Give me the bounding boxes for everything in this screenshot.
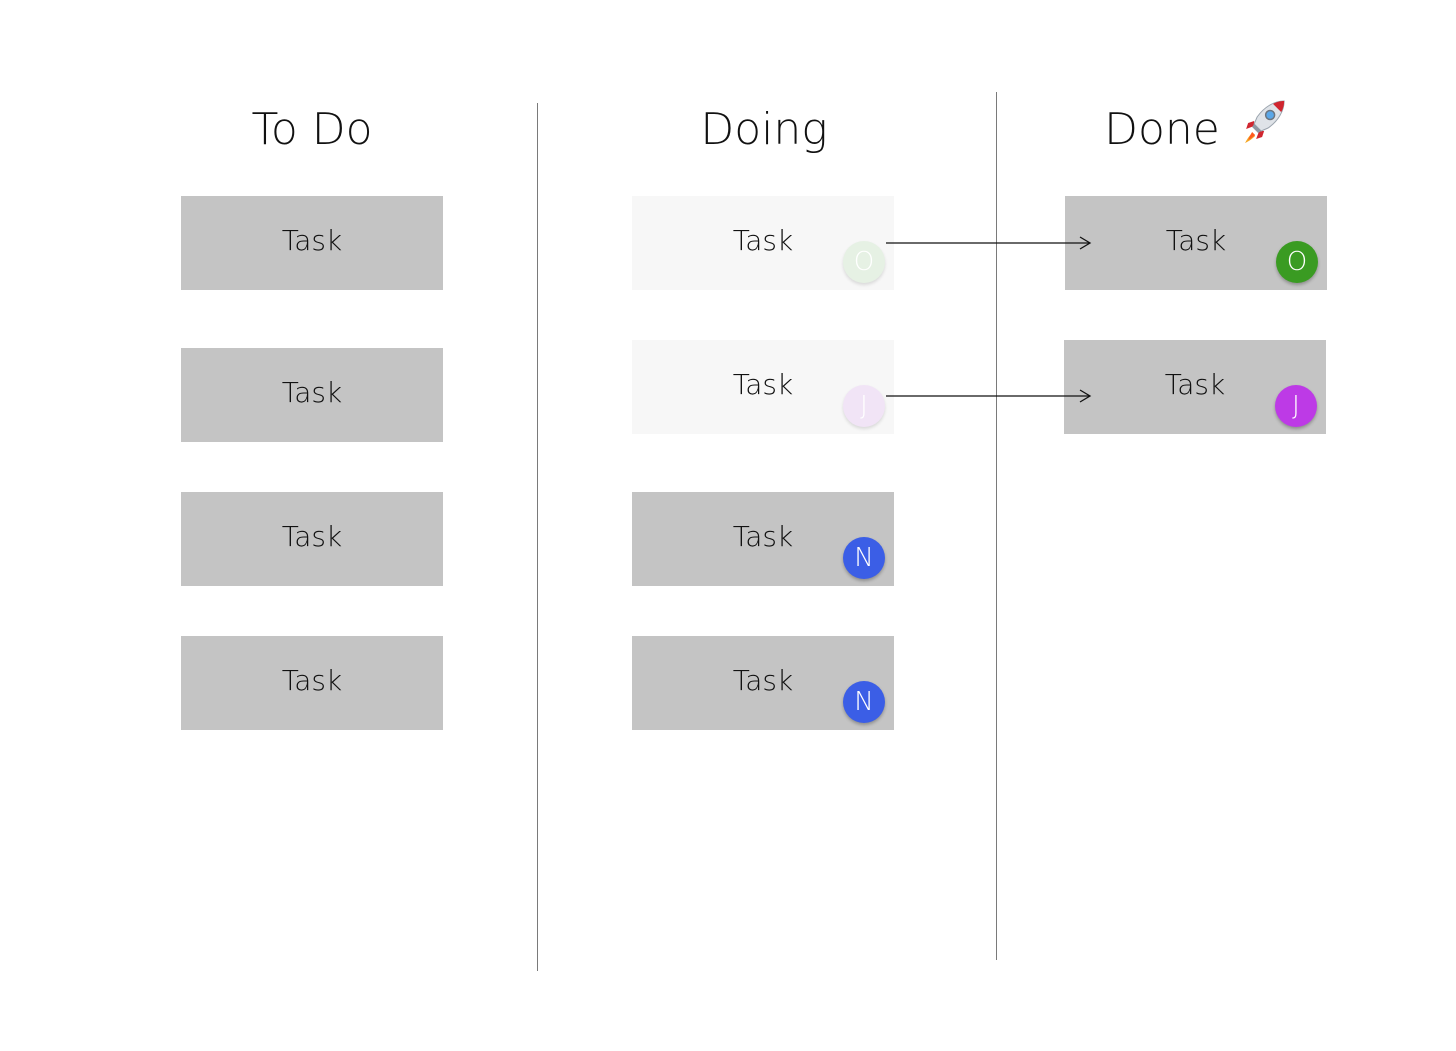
- assignee-avatar[interactable]: O: [1276, 241, 1318, 283]
- task-card-doing[interactable]: Task N: [632, 636, 894, 730]
- task-card-label: Task: [732, 664, 794, 697]
- task-card-doing-ghost[interactable]: Task O: [632, 196, 894, 290]
- move-arrow: [886, 389, 1092, 403]
- task-card-doing-ghost[interactable]: Task J: [632, 340, 894, 434]
- task-card-label: Task: [1165, 224, 1227, 257]
- assignee-avatar[interactable]: N: [843, 537, 885, 579]
- task-card-done[interactable]: Task J: [1064, 340, 1326, 434]
- task-card-todo[interactable]: Task: [181, 636, 443, 730]
- task-card-todo[interactable]: Task: [181, 492, 443, 586]
- assignee-avatar[interactable]: O: [843, 241, 885, 283]
- column-title-todo: To Do: [251, 108, 372, 152]
- column-title-text: Done: [1104, 104, 1220, 155]
- column-divider: [537, 103, 538, 971]
- task-card-todo[interactable]: Task: [181, 348, 443, 442]
- column-title-doing: Doing: [700, 108, 827, 152]
- task-card-todo[interactable]: Task: [181, 196, 443, 290]
- rocket-icon: [1240, 97, 1288, 153]
- assignee-avatar[interactable]: J: [1275, 385, 1317, 427]
- task-card-done[interactable]: Task O: [1065, 196, 1327, 290]
- move-arrow: [886, 236, 1092, 250]
- task-card-label: Task: [732, 520, 794, 553]
- column-title-done: Done: [1104, 100, 1288, 153]
- assignee-avatar[interactable]: N: [843, 681, 885, 723]
- task-card-label: Task: [1164, 368, 1226, 401]
- column-divider: [996, 92, 997, 960]
- task-card-label: Task: [732, 368, 794, 401]
- assignee-avatar[interactable]: J: [843, 385, 885, 427]
- task-card-label: Task: [732, 224, 794, 257]
- task-card-label: Task: [281, 520, 343, 553]
- column-title-text: To Do: [251, 104, 373, 155]
- task-card-label: Task: [281, 376, 343, 409]
- task-card-label: Task: [281, 664, 343, 697]
- task-card-label: Task: [281, 224, 343, 257]
- column-title-text: Doing: [700, 104, 828, 155]
- task-card-doing[interactable]: Task N: [632, 492, 894, 586]
